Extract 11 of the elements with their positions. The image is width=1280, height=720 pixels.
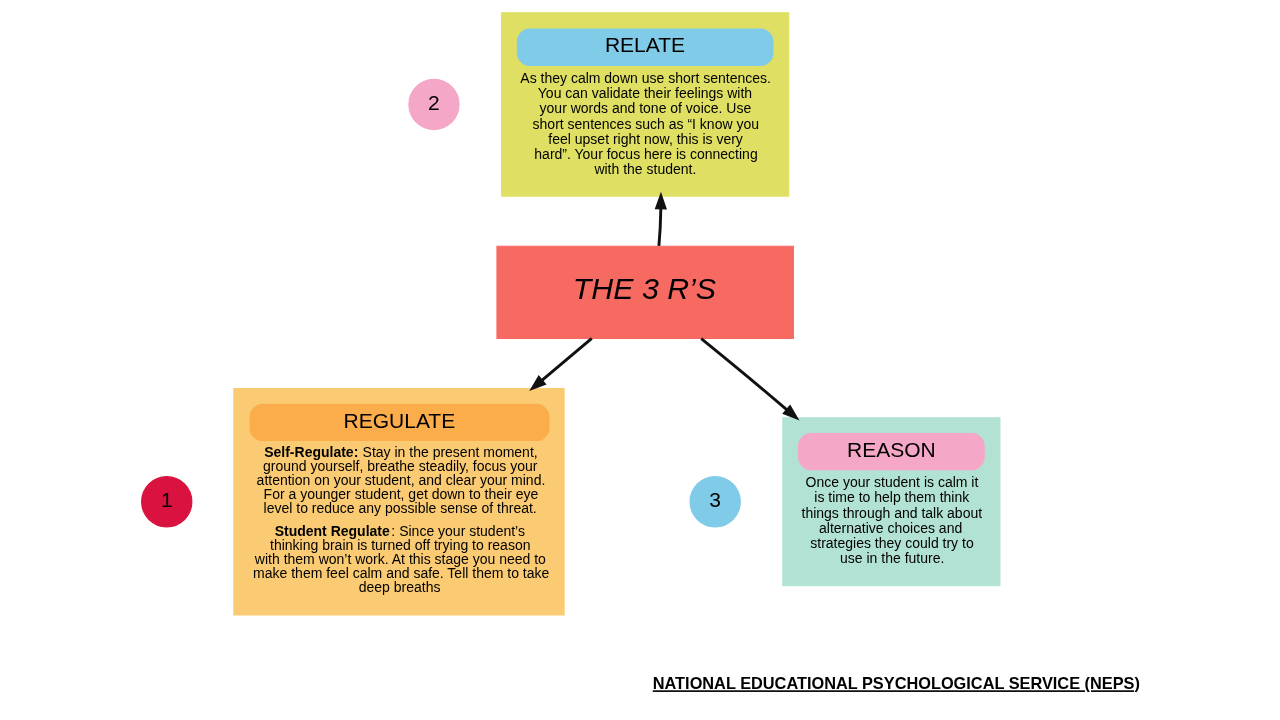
label: NATIONAL EDUCATIONAL PSYCHOLOGICAL SERVICE (NEPS) <box>652 674 1140 693</box>
node-box: REASON Once your student is calm it is time to help them think things through and talk about alternative choices and strategies they could try to use in the future. <box>781 417 1000 587</box>
node-circle: 2 <box>407 78 460 131</box>
arrow <box>699 337 800 421</box>
node-circle: 1 <box>140 476 192 528</box>
arrow <box>528 337 593 392</box>
arrow <box>654 191 667 247</box>
node-box: REGULATE Self-Regulate: Stay in the present moment, ground yourself, breathe steadily, focus your attention on your student, and clear your mind. For a younger student, get down to their eye level to reduce any possible sense of threat. Student Regulate: Since your student’s thinking brain is turned off trying to reason with them won’t work. At this stage you need to make them feel calm and safe. Tell them to take deep breaths <box>232 388 565 616</box>
node-circle: 3 <box>689 476 741 528</box>
node-box: THE 3 R’S <box>495 245 794 339</box>
node-box: RELATE As they calm down use short sentences. You can validate their feelings with your words and tone of voice. Use short sentences such as “I know you feel upset right now, this is very hard”. Your focus here is connecting with the student. <box>500 12 789 197</box>
